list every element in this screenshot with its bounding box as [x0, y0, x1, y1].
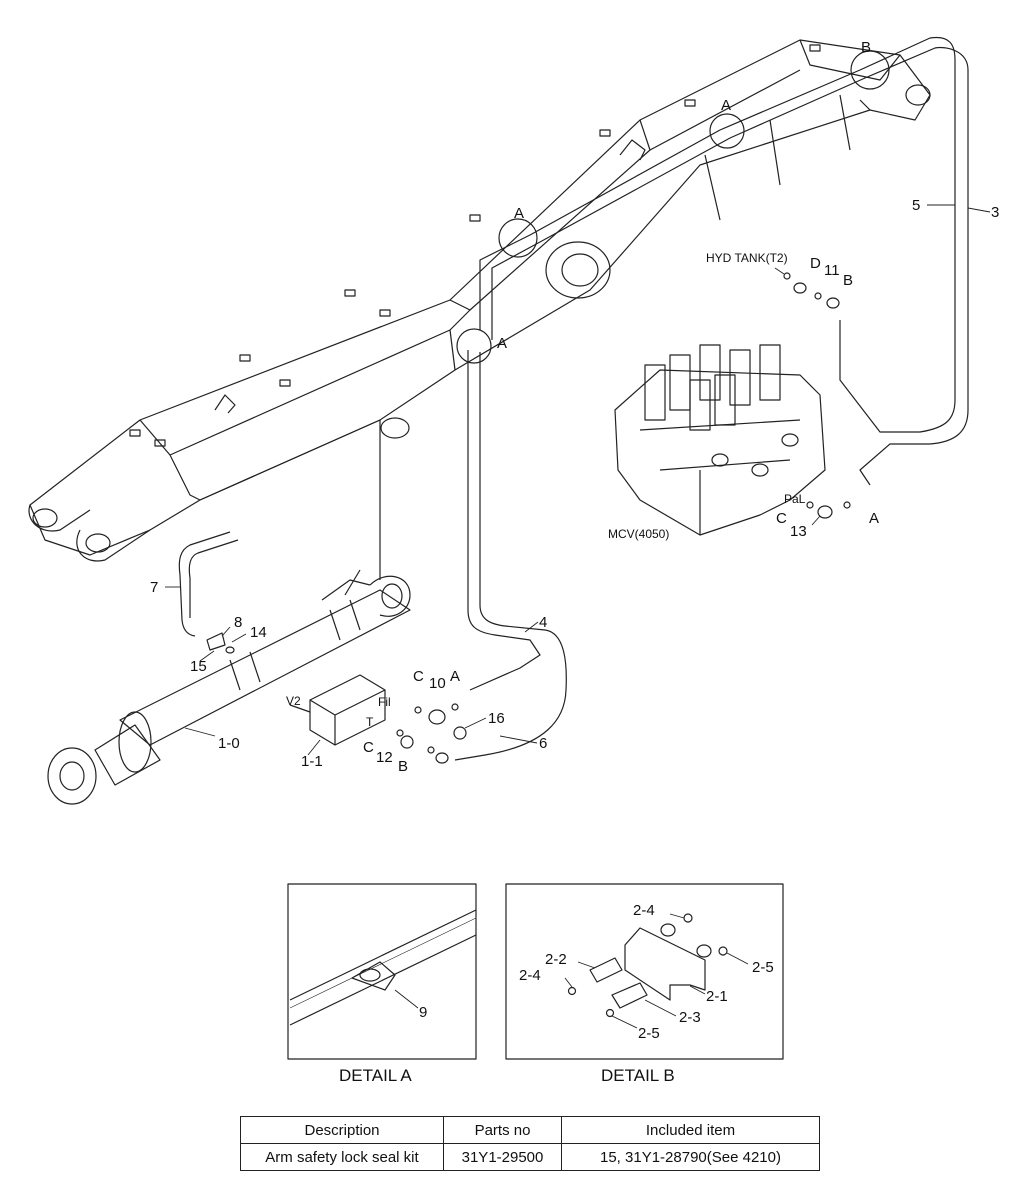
label-2-2: 2-2	[545, 951, 567, 968]
label-2-1: 2-1	[706, 988, 728, 1005]
label-port-v2: V2	[286, 694, 301, 708]
label-c-upper: C	[413, 668, 424, 685]
label-2-4-left: 2-4	[519, 967, 541, 984]
label-b-lower: B	[398, 758, 408, 775]
cylinder	[47, 440, 411, 805]
detail-b-caption: DETAIL B	[601, 1066, 675, 1085]
label-4: 4	[539, 614, 547, 631]
label-10: 10	[429, 675, 446, 692]
mcv-block	[614, 344, 826, 536]
label-7: 7	[150, 579, 158, 596]
label-a-lower: A	[497, 335, 507, 352]
label-d: D	[810, 255, 821, 272]
lock-valve	[289, 674, 386, 746]
col-included-item: Included item	[561, 1116, 820, 1144]
parts-table: Description Parts no Included item Arm s…	[240, 1116, 820, 1171]
label-5: 5	[912, 197, 920, 214]
label-c-lower: C	[363, 739, 374, 756]
label-port-t: T	[366, 715, 374, 729]
label-b-top: B	[861, 39, 871, 56]
label-1-1: 1-1	[301, 753, 323, 770]
detail-b-drawing	[505, 883, 784, 1060]
label-1-0: 1-0	[218, 735, 240, 752]
label-2-5-bottom: 2-5	[638, 1025, 660, 1042]
label-12: 12	[376, 749, 393, 766]
label-b-right: B	[843, 272, 853, 289]
label-16: 16	[488, 710, 505, 727]
table-header-row: Description Parts no Included item	[240, 1116, 820, 1144]
hose-5-and-3	[479, 36, 969, 486]
label-a-upper: A	[721, 97, 731, 114]
label-a-valve: A	[450, 668, 460, 685]
label-port-fil: Fil	[378, 695, 391, 709]
label-c-mcv: C	[776, 510, 787, 527]
label-mcv: MCV(4050)	[608, 527, 669, 541]
label-pal: PaL	[784, 492, 806, 506]
label-a-mid: A	[514, 205, 524, 222]
leader-lines	[165, 204, 991, 756]
hose-4	[454, 350, 567, 761]
boom-arm	[28, 39, 931, 562]
label-3: 3	[991, 204, 999, 221]
detail-a-caption: DETAIL A	[339, 1066, 412, 1085]
cell-parts-no: 31Y1-29500	[443, 1143, 562, 1171]
label-13: 13	[790, 523, 807, 540]
fittings	[206, 272, 851, 764]
hose-7	[178, 531, 239, 637]
col-description: Description	[240, 1116, 444, 1144]
label-14: 14	[250, 624, 267, 641]
label-2-3: 2-3	[679, 1009, 701, 1026]
label-hyd-tank: HYD TANK(T2)	[706, 251, 788, 265]
cell-included-item: 15, 31Y1-28790(See 4210)	[561, 1143, 820, 1171]
label-15: 15	[190, 658, 207, 675]
col-parts-no: Parts no	[443, 1116, 562, 1144]
label-2-5-right: 2-5	[752, 959, 774, 976]
label-8: 8	[234, 614, 242, 631]
labels: B A A A 5 3 HYD TANK(T2) D 11 B PaL C 13…	[150, 39, 999, 1085]
label-11: 11	[824, 262, 840, 279]
detail-a-drawing	[287, 883, 477, 1060]
label-a-mcv: A	[869, 510, 879, 527]
label-9: 9	[419, 1004, 427, 1021]
callout-circles	[456, 50, 890, 364]
cell-description: Arm safety lock seal kit	[240, 1143, 444, 1171]
label-2-4-top: 2-4	[633, 902, 655, 919]
table-row: Arm safety lock seal kit 31Y1-29500 15, …	[240, 1143, 820, 1171]
label-6: 6	[539, 735, 547, 752]
